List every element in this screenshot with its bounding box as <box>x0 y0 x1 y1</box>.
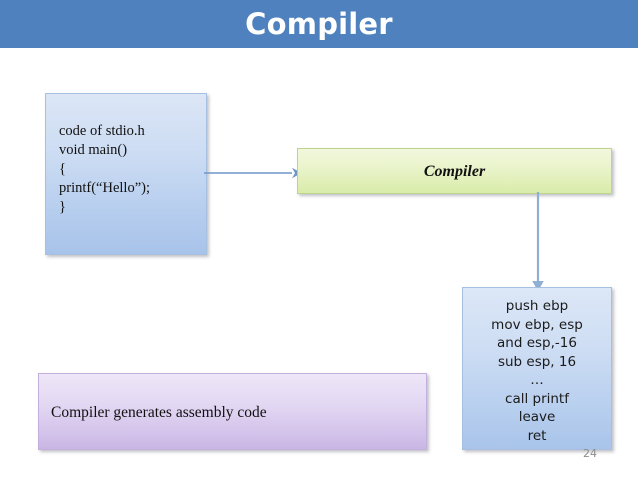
source-code-text: code of stdio.h void main() { printf(“He… <box>59 123 150 215</box>
caption-box[interactable]: Compiler generates assembly code <box>38 373 427 450</box>
assembly-code-box[interactable]: push ebp mov ebp, esp and esp,-16 sub es… <box>462 287 612 450</box>
arrow-code-to-compiler-icon <box>204 167 302 179</box>
slide-title-bar: Compiler <box>0 0 638 48</box>
source-code-box[interactable]: code of stdio.h void main() { printf(“He… <box>45 93 207 255</box>
arrow-compiler-to-assembly-icon <box>532 192 544 291</box>
assembly-code-text: push ebp mov ebp, esp and esp,-16 sub es… <box>491 298 583 444</box>
compiler-box-label: Compiler <box>423 163 486 180</box>
caption-text: Compiler generates assembly code <box>51 404 267 421</box>
compiler-process-box[interactable]: Compiler <box>297 148 612 194</box>
page-title: Compiler <box>245 7 393 41</box>
page-number: 24 <box>583 447 597 460</box>
